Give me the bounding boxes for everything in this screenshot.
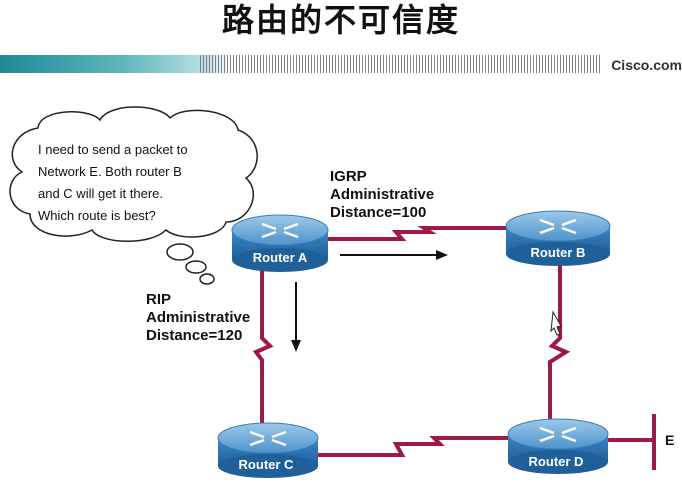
thought-bubble [9, 106, 258, 285]
router-b-icon [539, 218, 577, 235]
bubble-dot-medium [185, 260, 207, 274]
router-c-label: Router C [239, 457, 295, 472]
igrp-label: IGRP Administrative Distance=100 [330, 168, 435, 221]
arrow-right [340, 250, 448, 260]
page-title: 路由的不可信度 [221, 1, 460, 39]
link-a-c [252, 266, 274, 428]
pointer-icon [550, 310, 562, 336]
thought-bubble-text: I need to send a packet to Network E. Bo… [38, 142, 188, 223]
header-band [0, 55, 682, 73]
router-b-label: Router B [531, 245, 586, 260]
network-e-label: E [665, 432, 675, 448]
router-a: Router A [231, 214, 329, 272]
header-stripes [200, 55, 600, 73]
bubble-dot-large [166, 243, 194, 261]
rip-label: RIP Administrative Distance=120 [146, 291, 251, 344]
router-c-icon [249, 430, 287, 447]
router-a-icon [261, 222, 299, 239]
router-d: Router D [507, 418, 609, 474]
router-a-label: Router A [253, 250, 308, 265]
arrow-down [291, 282, 301, 352]
link-b-d [548, 265, 571, 420]
link-a-b [325, 226, 510, 241]
bubble-dot-small [199, 273, 215, 285]
router-d-label: Router D [529, 454, 584, 469]
brand-logo: Cisco.com [605, 57, 682, 73]
router-d-icon [539, 426, 577, 443]
router-c: Router C [217, 422, 319, 478]
link-c-d [316, 436, 508, 457]
router-b: Router B [505, 210, 611, 266]
